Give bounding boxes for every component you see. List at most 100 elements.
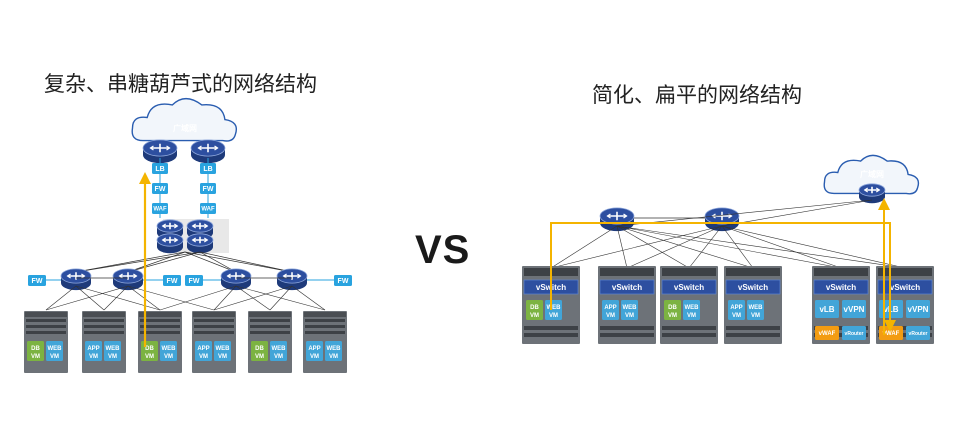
- svg-text:FW: FW: [189, 278, 200, 285]
- svg-text:FW: FW: [155, 186, 166, 193]
- svg-text:VM: VM: [218, 354, 227, 360]
- fw-box: FW: [152, 183, 168, 194]
- core-switch-icon: [156, 219, 184, 240]
- core-switch-icon: [704, 207, 740, 232]
- svg-text:VM: VM: [751, 313, 760, 319]
- traffic-arrow-icon: [878, 198, 890, 210]
- svg-text:APP: APP: [308, 346, 320, 352]
- right-diagram-title: 简化、扁平的网络结构: [592, 83, 802, 107]
- wan-cloud-icon: [823, 154, 920, 195]
- uplink-line: [199, 251, 237, 273]
- access-line: [291, 285, 326, 311]
- aggregation-switch-icon: [60, 268, 92, 291]
- svg-text:DB: DB: [145, 346, 154, 352]
- link-line: [721, 199, 873, 227]
- uplink-line: [616, 225, 906, 269]
- svg-text:WEB: WEB: [623, 305, 638, 311]
- fw-box: FW: [200, 183, 216, 194]
- vrouter-box: vRouter: [906, 326, 930, 340]
- uplink-line: [127, 251, 201, 273]
- access-line: [75, 285, 161, 311]
- svg-text:APP: APP: [87, 346, 99, 352]
- svg-text:DB: DB: [255, 346, 264, 352]
- svg-text:WEB: WEB: [272, 346, 287, 352]
- vvpn-box: vVPN: [906, 300, 930, 318]
- svg-text:WEB: WEB: [48, 346, 63, 352]
- svg-text:vVPN: vVPN: [908, 305, 929, 314]
- core-switch-icon: [599, 207, 635, 232]
- wan-label: 广域网: [860, 169, 884, 179]
- access-line: [45, 285, 129, 311]
- vwaf-box: vWAF: [815, 326, 839, 340]
- uplink-line: [721, 225, 906, 269]
- wan-label: 广域网: [173, 123, 197, 133]
- wan-cloud-icon: [131, 97, 238, 142]
- svg-text:APP: APP: [730, 305, 742, 311]
- aggregation-switch-icon: [220, 268, 252, 291]
- fw-box: FW: [28, 275, 46, 286]
- svg-text:VM: VM: [310, 354, 319, 360]
- uplink-line: [550, 225, 723, 269]
- svg-text:APP: APP: [197, 346, 209, 352]
- core-switch-icon: [156, 233, 184, 254]
- uplink-line: [184, 251, 293, 273]
- svg-text:vWAF: vWAF: [883, 331, 900, 337]
- svg-text:VM: VM: [625, 313, 634, 319]
- svg-text:WEB: WEB: [685, 305, 700, 311]
- server-rack: vSwitch: [812, 266, 870, 344]
- svg-text:vRouter: vRouter: [845, 331, 864, 337]
- svg-text:WEB: WEB: [162, 346, 177, 352]
- svg-text:VM: VM: [549, 313, 558, 319]
- svg-text:VM: VM: [50, 354, 59, 360]
- core-switch-icon: [186, 233, 214, 254]
- svg-text:VM: VM: [606, 313, 615, 319]
- svg-text:WAF: WAF: [201, 207, 215, 213]
- svg-text:LB: LB: [203, 166, 212, 173]
- svg-text:VM: VM: [89, 354, 98, 360]
- access-line: [159, 285, 237, 311]
- svg-text:WAF: WAF: [153, 207, 167, 213]
- uplink-line: [550, 225, 618, 269]
- svg-text:VM: VM: [274, 354, 283, 360]
- svg-text:FW: FW: [32, 278, 43, 285]
- uplink-line: [721, 225, 842, 269]
- vswitch-label: vSwitch: [890, 283, 920, 292]
- svg-text:WEB: WEB: [749, 305, 764, 311]
- access-line: [213, 285, 237, 311]
- svg-text:vRouter: vRouter: [909, 331, 928, 337]
- uplink-line: [199, 251, 293, 273]
- svg-text:DB: DB: [530, 305, 539, 311]
- vswitch-label: vSwitch: [612, 283, 642, 292]
- fw-box: FW: [163, 275, 181, 286]
- uplink-line: [688, 225, 723, 269]
- router-icon: [190, 139, 226, 164]
- svg-text:VM: VM: [329, 354, 338, 360]
- waf-box: WAF: [200, 203, 216, 214]
- traffic-path-line: [550, 222, 891, 330]
- vlb-box: vLB: [815, 300, 839, 318]
- svg-text:VM: VM: [199, 354, 208, 360]
- vm-pair: DB VM WEB VM: [251, 341, 287, 361]
- uplink-line: [626, 225, 723, 269]
- svg-text:VM: VM: [255, 354, 264, 360]
- svg-text:VM: VM: [108, 354, 117, 360]
- vrouter-box: vRouter: [842, 326, 866, 340]
- traffic-arrow-icon: [884, 320, 896, 332]
- svg-text:vVPN: vVPN: [844, 305, 865, 314]
- svg-text:APP: APP: [604, 305, 616, 311]
- router-icon: [142, 139, 178, 164]
- aggregation-switch-icon: [276, 268, 308, 291]
- uplink-line: [75, 251, 186, 273]
- left-diagram-title: 复杂、串糖葫芦式的网络结构: [44, 72, 317, 96]
- svg-text:DB: DB: [668, 305, 677, 311]
- access-line: [127, 285, 215, 311]
- svg-text:FW: FW: [203, 186, 214, 193]
- svg-text:VM: VM: [31, 354, 40, 360]
- waf-box: WAF: [152, 203, 168, 214]
